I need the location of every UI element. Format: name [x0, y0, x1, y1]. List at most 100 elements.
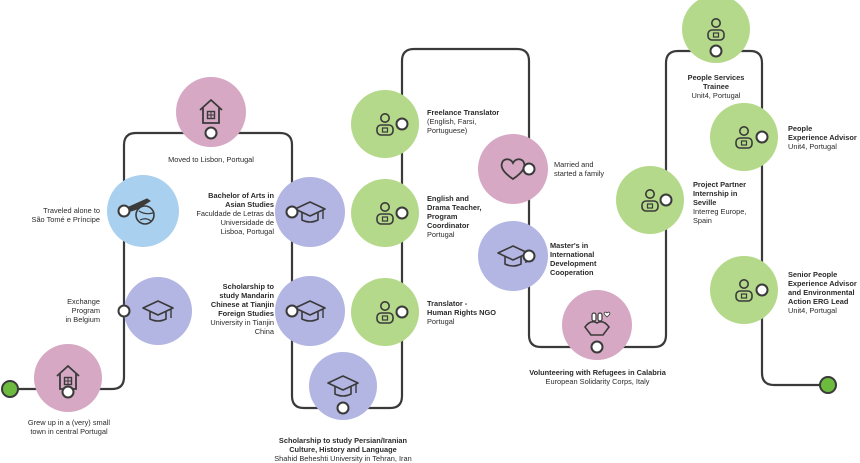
milestone-title: Development	[550, 259, 597, 268]
milestone-detail: Traveled alone to	[43, 206, 100, 215]
timeline-dot	[590, 340, 604, 354]
milestone-circle	[562, 290, 632, 360]
milestone-circle	[351, 179, 419, 247]
milestone-circle	[124, 277, 192, 345]
milestone-detail: São Tomé e Príncipe	[31, 215, 100, 224]
milestone-detail: Portuguese)	[427, 126, 468, 135]
milestone-detail: Unit4, Portugal	[788, 142, 837, 151]
milestone-detail: Universidade de	[220, 218, 274, 227]
milestone-title: Culture, History and Language	[289, 445, 397, 454]
timeline-end	[819, 376, 837, 394]
milestone-detail: Program	[71, 306, 100, 315]
milestone-detail: started a family	[554, 169, 605, 178]
milestone-title: Chinese at Tianjin	[210, 300, 274, 309]
milestone-title: Experience Advisor	[788, 133, 857, 142]
milestone-circle	[351, 90, 419, 158]
milestone-title: Project Partner	[693, 180, 746, 189]
milestone-title: English and	[427, 194, 469, 203]
milestone-title: Experience Advisor	[788, 279, 857, 288]
milestone-circle	[309, 352, 377, 420]
timeline-dot	[117, 204, 131, 218]
milestone-detail: Lisboa, Portugal	[220, 227, 274, 236]
timeline-dot	[709, 44, 723, 58]
milestone-title: Bachelor of Arts in	[208, 191, 274, 200]
milestone-detail: Grew up in a (very) small	[27, 418, 111, 427]
milestone-detail: Married and	[554, 160, 594, 169]
milestone-title: Asian Studies	[225, 200, 274, 209]
milestone-title: Human Rights NGO	[427, 308, 496, 317]
milestone-detail: Shahid Beheshti University in Tehran, Ir…	[274, 454, 412, 463]
milestone-title: Scholarship to study Persian/Iranian	[278, 436, 408, 445]
milestone-title: Trainee	[703, 82, 729, 91]
milestone-title: Volunteering with Refugees in Calabria	[529, 368, 666, 377]
milestone-translator-ngo	[351, 278, 419, 346]
milestone-detail: Exchange	[67, 297, 100, 306]
milestone-title: Seville	[693, 198, 717, 207]
timeline-dot	[285, 304, 299, 318]
milestone-detail: in Belgium	[65, 315, 100, 324]
milestone-masters	[478, 221, 548, 291]
milestone-detail: (English, Farsi,	[427, 117, 477, 126]
milestone-detail: University in Tianjin	[210, 318, 274, 327]
milestone-title: Coordinator	[427, 221, 470, 230]
timeline-dot	[522, 249, 536, 263]
milestone-title: Translator -	[427, 299, 468, 308]
milestone-circle	[478, 134, 548, 204]
milestone-title: Program	[427, 212, 458, 221]
milestone-label-lisbon: Moved to Lisbon, Portugal	[151, 155, 271, 164]
milestone-detail: Moved to Lisbon, Portugal	[168, 155, 254, 164]
milestone-detail: town in central Portugal	[30, 427, 108, 436]
milestone-detail: China	[254, 327, 274, 336]
milestone-detail: Spain	[693, 216, 712, 225]
milestone-scholarship-china	[275, 276, 345, 346]
milestone-circle	[682, 0, 750, 63]
milestone-senior-advisor	[710, 256, 778, 324]
milestone-title: Freelance Translator	[427, 108, 500, 117]
timeline-dot	[755, 130, 769, 144]
milestone-title: Scholarship to	[222, 282, 274, 291]
milestone-detail: Interreg Europe,	[693, 207, 747, 216]
milestone-circle	[478, 221, 548, 291]
milestone-circle	[275, 177, 345, 247]
milestone-circle	[275, 276, 345, 346]
milestone-detail: Faculdade de Letras da	[196, 209, 274, 218]
milestone-title: Internship in	[693, 189, 738, 198]
timeline-dot	[285, 205, 299, 219]
milestone-scholarship-iran	[309, 352, 377, 420]
milestone-title: Drama Teacher,	[427, 203, 482, 212]
milestone-freelance	[351, 90, 419, 158]
timeline-dot	[522, 162, 536, 176]
milestone-title: study Mandarin	[219, 291, 274, 300]
milestone-title: Action ERG Lead	[788, 297, 849, 306]
timeline-dot	[659, 193, 673, 207]
milestone-circle	[351, 278, 419, 346]
timeline-dot	[336, 401, 350, 415]
milestone-detail: Portugal	[427, 317, 455, 326]
milestone-sao-tome	[107, 175, 179, 247]
milestone-title: Foreign Studies	[218, 309, 274, 318]
milestone-title: and Environmental	[788, 288, 855, 297]
milestone-title: People	[788, 124, 813, 133]
timeline-dot	[204, 126, 218, 140]
timeline-start	[1, 380, 19, 398]
timeline-dot	[395, 117, 409, 131]
milestone-circle	[710, 103, 778, 171]
milestone-title: Master's in	[550, 241, 589, 250]
milestone-title: Senior People	[788, 270, 838, 279]
milestone-circle	[616, 166, 684, 234]
milestone-people-trainee	[682, 0, 750, 63]
milestone-grew-up	[34, 344, 102, 412]
milestone-married	[478, 134, 548, 204]
milestone-bachelor	[275, 177, 345, 247]
